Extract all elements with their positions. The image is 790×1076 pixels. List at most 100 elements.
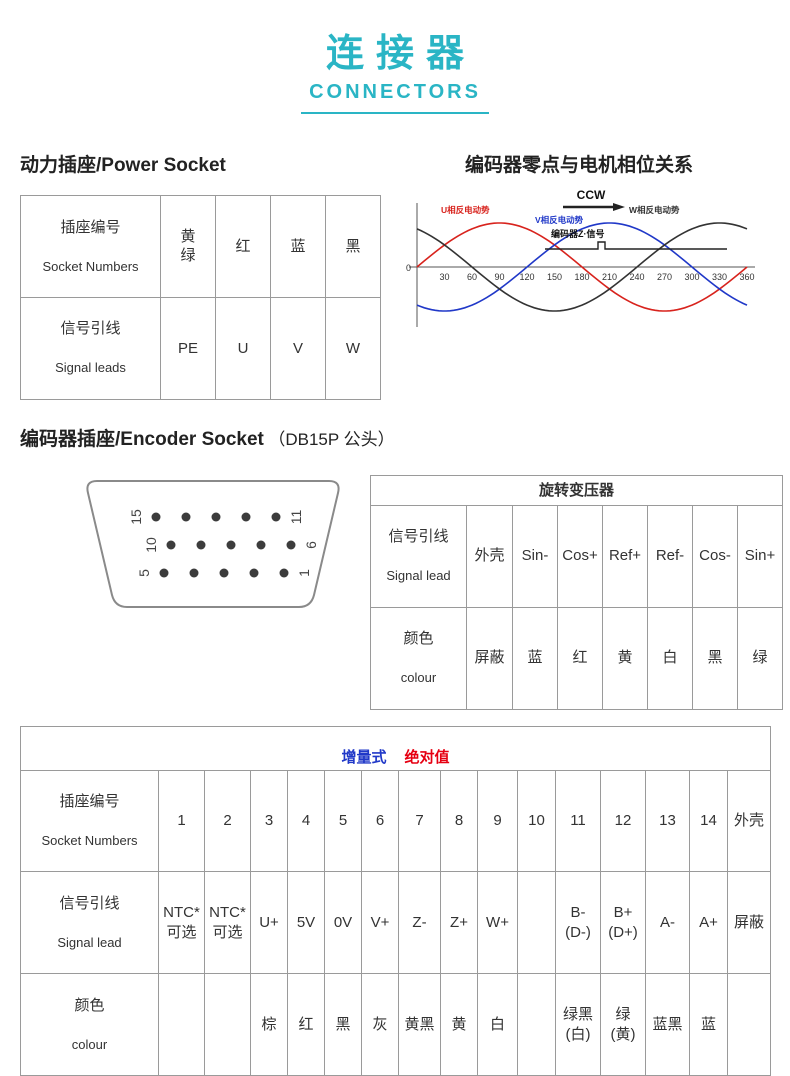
page-title: 连接器 bbox=[325, 33, 476, 75]
table-cell bbox=[158, 973, 205, 1076]
x-tick: 330 bbox=[712, 272, 727, 282]
x-tick: 360 bbox=[739, 272, 754, 282]
x-tick: 60 bbox=[467, 272, 477, 282]
table-row: 颜色 colour 屏蔽 蓝 红 黄 白 黑 绿 bbox=[370, 606, 784, 710]
row-label-cell: 信号引线 Signal leads bbox=[20, 296, 161, 400]
table-cell: 绿 (黄) bbox=[600, 973, 646, 1076]
title-divider bbox=[301, 112, 489, 114]
row-label-cell: 信号引线 Signal lead bbox=[370, 504, 467, 608]
table-cell: 黄 bbox=[440, 973, 478, 1076]
table-row: 信号引线 Signal lead NTC* 可选 NTC* 可选 U+ 5V 0… bbox=[20, 871, 772, 975]
row-label-en: Socket Numbers bbox=[42, 258, 139, 274]
table-cell: 1 bbox=[158, 769, 205, 873]
table-cell: V+ bbox=[361, 871, 399, 975]
v-phase-label: V相反电动势 bbox=[535, 215, 584, 225]
encoder-socket-heading-suffix: （DB15P 公头） bbox=[268, 429, 395, 449]
table-cell bbox=[204, 973, 251, 1076]
table-cell: 红 bbox=[287, 973, 325, 1076]
table-cell: 黄黑 bbox=[398, 973, 441, 1076]
table-cell: 8 bbox=[440, 769, 478, 873]
z-signal-label: 编码器Z·信号 bbox=[551, 228, 605, 239]
power-and-phase-section: 动力插座/Power Socket 插座编号 Socket Numbers 黄 … bbox=[0, 114, 790, 400]
row-label-cn: 信号引线 bbox=[59, 894, 120, 912]
table-row: 颜色 colour 棕 红 黑 灰 黄黑 黄 白 绿黑 (白) 绿 (黄) 蓝黑… bbox=[20, 973, 772, 1076]
back-emf-wave-V bbox=[416, 222, 748, 312]
page-header: 连接器 CONNECTORS bbox=[0, 0, 790, 114]
table-cell: 14 bbox=[689, 769, 728, 873]
table-cell: 黑 bbox=[324, 973, 362, 1076]
table-cell: 9 bbox=[477, 769, 518, 873]
table-row: 增量式绝对值 bbox=[19, 725, 772, 771]
u-phase-label: U相反电动势 bbox=[441, 205, 490, 215]
table-cell: 3 bbox=[250, 769, 288, 873]
row-label-cn: 信号引线 bbox=[388, 528, 449, 546]
table-cell: 绿 bbox=[736, 606, 784, 710]
page-subtitle: CONNECTORS bbox=[309, 81, 481, 103]
table-cell: NTC* 可选 bbox=[204, 871, 251, 975]
wave-layer bbox=[416, 222, 748, 312]
w-phase-label: W相反电动势 bbox=[629, 205, 680, 215]
x-tick: 270 bbox=[657, 272, 672, 282]
table-cell: 4 bbox=[287, 769, 325, 873]
encoder-socket-heading-row: 编码器插座/Encoder Socket （DB15P 公头） bbox=[0, 400, 790, 451]
encoder-pin-table: 增量式绝对值 插座编号 Socket Numbers 1 2 3 4 5 6 7… bbox=[19, 725, 772, 1076]
table-row: 信号引线 Signal leads PE U V W bbox=[20, 296, 381, 400]
table-cell: 5V bbox=[287, 871, 325, 975]
phase-chart-column: 编码器零点与电机相位关系 CCW U相反电动势 V相反电动势 W相反电动势 编码… bbox=[388, 140, 770, 400]
table-cell: Sin+ bbox=[736, 504, 784, 608]
table-cell: 黄 bbox=[602, 606, 648, 710]
x-tick: 210 bbox=[602, 272, 617, 282]
db15-pins bbox=[151, 512, 296, 578]
back-emf-wave-U bbox=[416, 222, 748, 312]
ccw-arrowhead-icon bbox=[613, 203, 625, 211]
power-socket-table: 插座编号 Socket Numbers 黄 绿 红 蓝 黑 信号引线 Signa… bbox=[20, 195, 381, 400]
row-label-cell: 信号引线 Signal lead bbox=[20, 871, 159, 975]
table-cell: 绿黑 (白) bbox=[555, 973, 601, 1076]
power-socket-heading: 动力插座/Power Socket bbox=[20, 155, 226, 176]
table-cell: 0V bbox=[324, 871, 362, 975]
table-cell: 蓝 bbox=[689, 973, 728, 1076]
pin-number-6: 6 bbox=[303, 541, 319, 549]
axis-zero-label: 0 bbox=[406, 263, 411, 273]
ccw-label: CCW bbox=[577, 188, 606, 202]
row-label-cn: 插座编号 bbox=[59, 793, 120, 811]
table-cell: B+ (D+) bbox=[600, 871, 646, 975]
table-cell: W+ bbox=[477, 871, 518, 975]
pin-number-1: 1 bbox=[296, 569, 312, 577]
table-cell: 12 bbox=[600, 769, 646, 873]
table-cell: 10 bbox=[517, 769, 556, 873]
x-tick: 300 bbox=[684, 272, 699, 282]
phase-chart: CCW U相反电动势 V相反电动势 W相反电动势 编码器Z·信号 0 30 60… bbox=[406, 188, 755, 327]
encoder-socket-section: 15 10 5 11 6 1 旋转变压器 信号引线 Signal lead 外壳… bbox=[0, 451, 790, 710]
pin-number-15: 15 bbox=[128, 509, 144, 525]
row-label-en: Signal leads bbox=[55, 360, 126, 376]
table-cell: 外壳 bbox=[466, 504, 513, 608]
table-cell: 6 bbox=[361, 769, 399, 873]
row-label-en: colour bbox=[400, 670, 437, 686]
table-cell: A- bbox=[645, 871, 690, 975]
table-cell: V bbox=[270, 296, 326, 400]
table-cell: 黄 绿 bbox=[160, 195, 216, 298]
table-row: 插座编号 Socket Numbers 1 2 3 4 5 6 7 8 9 10… bbox=[20, 769, 772, 873]
encoder-table-title-cell: 增量式绝对值 bbox=[19, 725, 772, 771]
table-cell: 灰 bbox=[361, 973, 399, 1076]
pin-number-10: 10 bbox=[143, 537, 159, 553]
table-cell bbox=[517, 871, 556, 975]
row-label-en: Socket Numbers bbox=[41, 833, 138, 849]
row-label-cell: 插座编号 Socket Numbers bbox=[20, 195, 161, 298]
resolver-table-title: 旋转变压器 bbox=[369, 474, 784, 506]
table-cell: 红 bbox=[215, 195, 271, 298]
encoder-table-title-absolute: 绝对值 bbox=[404, 749, 450, 767]
table-cell: 外壳 bbox=[726, 769, 772, 873]
pin-number-5: 5 bbox=[136, 569, 152, 577]
table-cell: 5 bbox=[324, 769, 362, 873]
table-cell: 白 bbox=[647, 606, 693, 710]
x-tick: 120 bbox=[519, 272, 534, 282]
phase-chart-heading: 编码器零点与电机相位关系 bbox=[464, 155, 693, 176]
table-cell: 蓝 bbox=[270, 195, 326, 298]
table-cell: A+ bbox=[689, 871, 728, 975]
row-label-cn: 颜色 bbox=[403, 630, 434, 648]
table-cell: 白 bbox=[477, 973, 518, 1076]
pin-number-11: 11 bbox=[288, 509, 304, 524]
table-cell: Ref+ bbox=[602, 504, 648, 608]
